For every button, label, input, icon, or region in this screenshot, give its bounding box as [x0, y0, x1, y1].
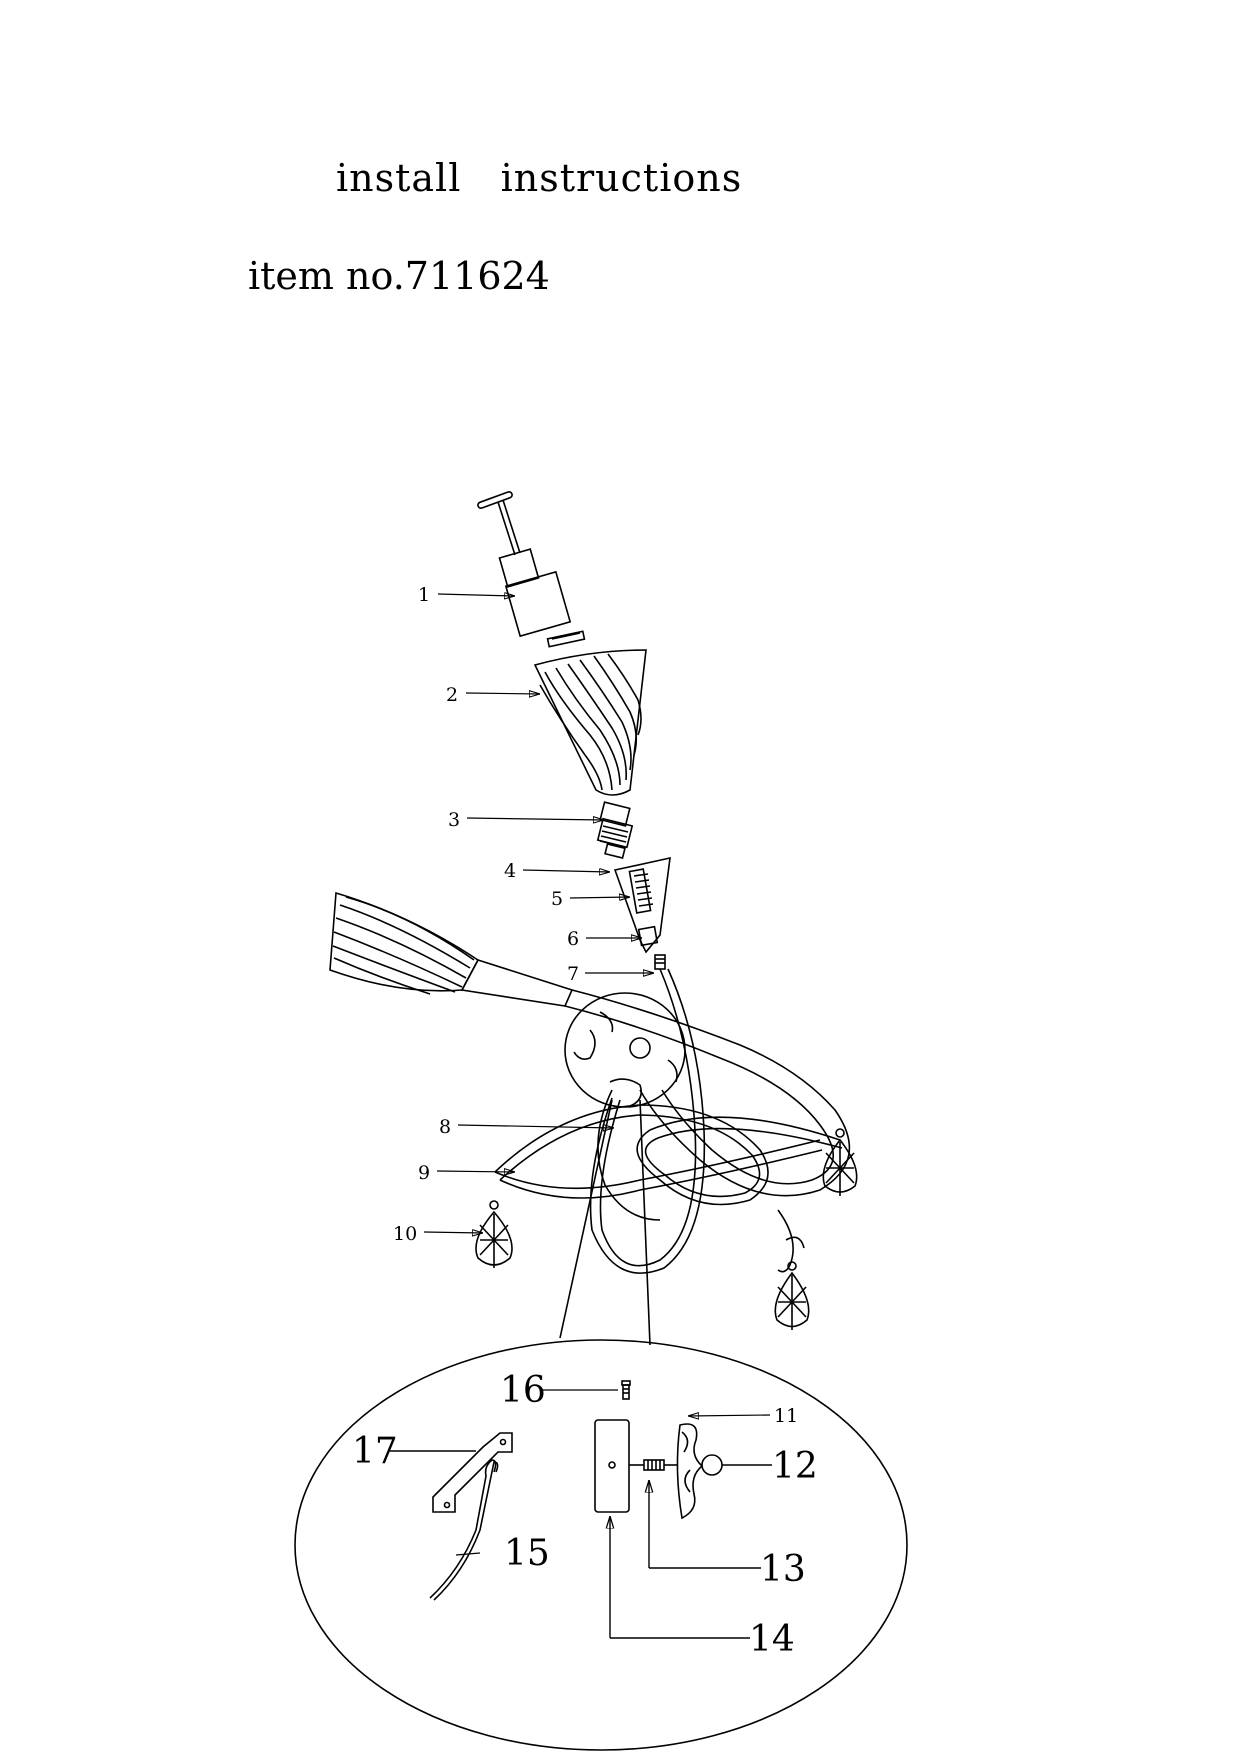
- crystal-drop-right: [822, 1128, 858, 1196]
- detail-callout: [294, 1099, 908, 1751]
- part-14-canopy: [594, 1419, 630, 1513]
- callout-1: 1: [418, 584, 430, 606]
- part-7-fitting: [654, 954, 666, 970]
- callout-11: 11: [774, 1405, 798, 1427]
- callout-10: 10: [393, 1223, 417, 1245]
- callout-16: 16: [500, 1370, 546, 1411]
- part-1-socket-holder: [477, 491, 586, 648]
- crystal-drop-bottom: [774, 1236, 810, 1330]
- callout-14: 14: [749, 1619, 795, 1660]
- callout-7: 7: [567, 963, 579, 985]
- item-number: item no.711624: [248, 254, 550, 298]
- callout-4: 4: [504, 860, 516, 882]
- part-13-nipple: [629, 1459, 678, 1471]
- callout-15: 15: [504, 1533, 550, 1574]
- callout-6: 6: [567, 928, 579, 950]
- part-2-glass-shade: [533, 649, 647, 796]
- part-15-wire: [429, 1459, 499, 1601]
- assembled-arm-shade: [329, 891, 851, 1197]
- callout-17: 17: [352, 1431, 398, 1472]
- callout-9: 9: [418, 1162, 430, 1184]
- callout-12: 12: [772, 1446, 818, 1487]
- page-title: install instructions: [336, 156, 743, 200]
- part-3-socket: [596, 801, 634, 859]
- callout-5: 5: [551, 888, 563, 910]
- part-8-center-body: [564, 992, 686, 1108]
- part-5-threaded-pipe: [628, 868, 654, 914]
- callout-3: 3: [448, 809, 460, 831]
- part-6-nut: [637, 925, 659, 947]
- callout-8: 8: [439, 1116, 451, 1138]
- part-16-screw: [621, 1380, 631, 1400]
- part-11-decor-cover: [676, 1423, 704, 1520]
- crystal-drop-left: [475, 1200, 513, 1268]
- part-9-lower-arm: [494, 1089, 843, 1273]
- part-12-knob: [701, 1454, 723, 1476]
- part-17-bracket: [432, 1432, 513, 1513]
- callout-13: 13: [760, 1549, 806, 1590]
- callout-2: 2: [446, 684, 458, 706]
- leader-lines: [390, 594, 772, 1639]
- part-10-crystal-drops: [475, 1128, 858, 1330]
